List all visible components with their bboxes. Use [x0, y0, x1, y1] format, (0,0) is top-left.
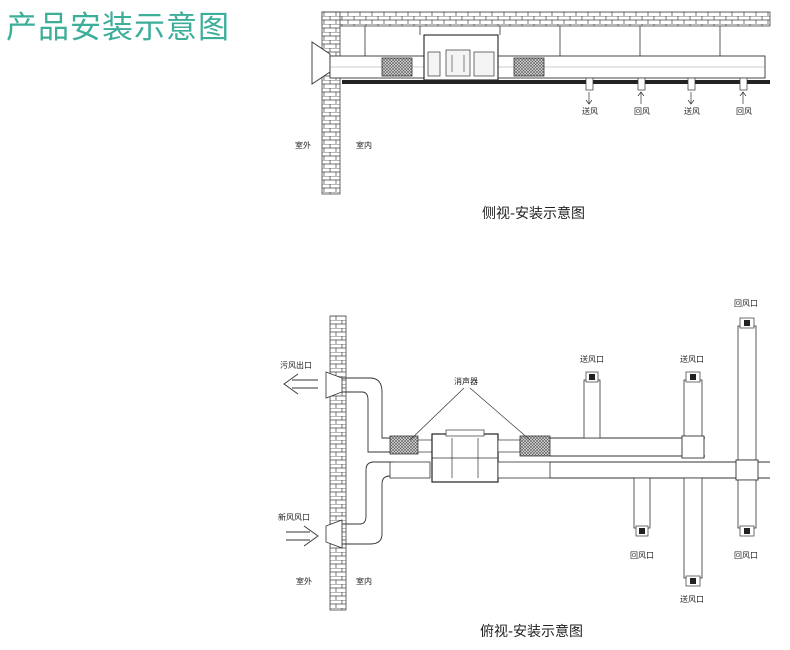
supply-main-duct — [550, 437, 705, 457]
supply-arrow-icon — [687, 92, 695, 105]
fresh-flange — [325, 519, 343, 549]
outdoor-label: 室外 — [295, 140, 311, 150]
vent-grille — [744, 320, 750, 326]
top-wall — [329, 315, 347, 611]
fresh-air-arrow-icon — [286, 525, 319, 547]
supply-branch-3 — [683, 477, 703, 579]
supply-branch-2 — [683, 379, 703, 439]
unit-top-cap — [445, 429, 485, 437]
return-main-duct — [550, 461, 770, 479]
exhaust-arrow-icon — [283, 373, 318, 395]
supply-branch-1 — [583, 379, 601, 439]
return-branch-2 — [737, 479, 757, 529]
supply-tee — [681, 435, 705, 459]
page-title: 产品安装示意图 — [6, 10, 230, 46]
fresh-air-duct — [325, 461, 394, 549]
side-wall — [321, 11, 341, 195]
muffler-leader — [409, 387, 465, 441]
return-arrow-icon — [739, 91, 747, 104]
return-connector — [497, 461, 551, 479]
muffler — [513, 57, 545, 77]
return-vent-label-2: 回风口 — [734, 551, 758, 560]
suspended-ceiling — [342, 80, 770, 84]
return-riser — [737, 325, 757, 461]
vent-drop — [739, 77, 748, 91]
muffler — [381, 57, 413, 77]
vent-grille — [690, 374, 696, 380]
muffler-leader — [469, 387, 531, 441]
exhaust-duct — [325, 371, 394, 453]
muffler-exhaust — [389, 435, 419, 455]
supply-vent-label-3: 送风口 — [680, 594, 704, 604]
muffler-connector — [497, 439, 521, 453]
exhaust-outlet-label: 污风出口 — [280, 360, 312, 370]
vent-drops — [585, 77, 748, 91]
return-arrow-icon — [637, 91, 645, 104]
side-view-caption: 侧视-安装示意图 — [482, 205, 585, 222]
duct-outline — [342, 461, 394, 545]
vent-label-supply: 送风 — [684, 106, 700, 116]
vent-grille — [744, 528, 750, 534]
unit-panel — [445, 49, 471, 77]
top-view-caption: 俯视-安装示意图 — [480, 623, 583, 640]
muffler-supply — [519, 435, 551, 457]
unit-panel — [427, 51, 441, 77]
indoor-label: 室内 — [356, 576, 372, 586]
top-view: 消声器 送风口 送风口 送风口 回风口 回风口 — [278, 299, 770, 640]
fresh-connector — [389, 461, 431, 479]
muffler-label: 消声器 — [454, 376, 478, 386]
return-branch-1 — [633, 477, 651, 529]
vent-drop — [637, 77, 646, 91]
return-vent-label-1: 回风口 — [630, 551, 654, 560]
side-view: 送风 回风 送风 回风 室外 室内 侧视-安装示意图 — [295, 11, 771, 222]
vent-grille — [690, 578, 696, 584]
return-tee — [735, 459, 759, 481]
outdoor-label: 室外 — [296, 576, 312, 586]
duct-outline — [342, 377, 394, 453]
supply-arrow-icon — [585, 92, 593, 105]
unit-panel — [473, 51, 495, 77]
vent-drop — [585, 77, 594, 91]
vent-label-return: 回风 — [634, 107, 650, 116]
ceiling-slab — [321, 11, 771, 27]
fresh-inlet-label: 新风风口 — [278, 512, 310, 522]
vent-grille — [589, 374, 595, 380]
indoor-label: 室内 — [356, 140, 372, 150]
vent-drop — [687, 77, 696, 91]
supply-vent-label-1: 送风口 — [580, 354, 604, 364]
vent-label-return: 回风 — [736, 107, 752, 116]
supply-vent-label-2: 送风口 — [680, 354, 704, 364]
muffler-connector — [417, 439, 433, 453]
vent-label-supply: 送风 — [582, 106, 598, 116]
vent-grille — [639, 528, 645, 534]
return-vent-label-top: 回风口 — [734, 299, 758, 308]
